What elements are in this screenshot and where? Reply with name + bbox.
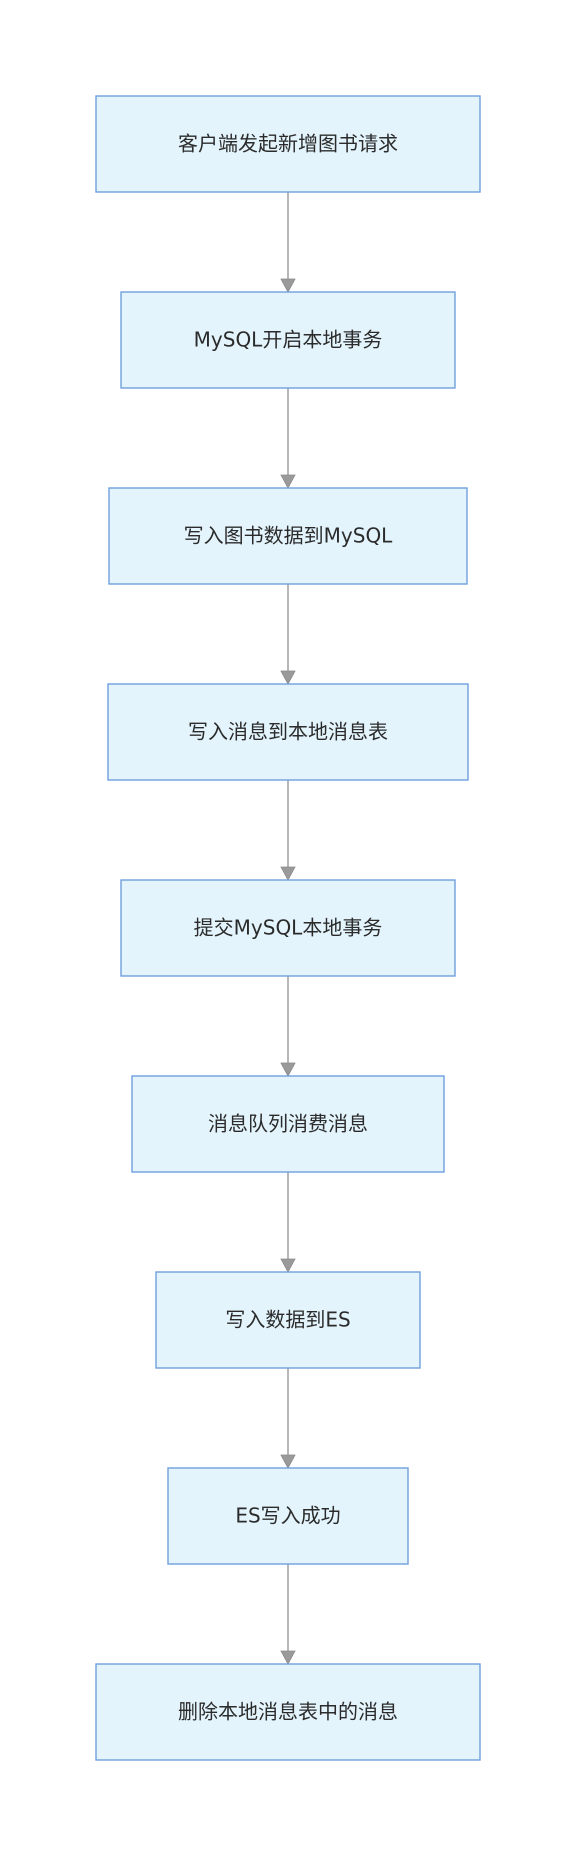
arrowhead-icon <box>280 1454 296 1469</box>
flow-node-write-book-mysql: 写入图书数据到MySQL <box>108 487 468 585</box>
arrowhead-icon <box>280 670 296 685</box>
flow-node-es-success: ES写入成功 <box>167 1467 409 1565</box>
arrowhead-icon <box>280 474 296 489</box>
flow-node-label: 写入消息到本地消息表 <box>188 720 388 744</box>
flow-node-label: 写入图书数据到MySQL <box>184 524 394 548</box>
arrowhead-icon <box>280 866 296 881</box>
flow-node-mysql-begin: MySQL开启本地事务 <box>120 291 456 389</box>
flow-node-box <box>120 879 456 977</box>
flow-node-write-es: 写入数据到ES <box>155 1271 421 1369</box>
arrowhead-icon <box>280 1062 296 1077</box>
flow-node-mq-consume: 消息队列消费消息 <box>131 1075 445 1173</box>
flow-edge-client-request-to-mysql-begin <box>280 192 296 293</box>
flow-edge-write-local-msg-to-mysql-commit <box>280 780 296 881</box>
flow-edge-es-success-to-delete-local-msg <box>280 1564 296 1665</box>
flow-node-delete-local-msg: 删除本地消息表中的消息 <box>95 1663 481 1761</box>
flow-node-label: ES写入成功 <box>235 1504 340 1528</box>
flow-node-box <box>95 1663 481 1761</box>
flow-node-box <box>131 1075 445 1173</box>
flow-node-client-request: 客户端发起新增图书请求 <box>95 95 481 193</box>
edges-layer <box>280 192 296 1665</box>
flow-node-box <box>95 95 481 193</box>
flow-node-box <box>107 683 469 781</box>
flow-node-mysql-commit: 提交MySQL本地事务 <box>120 879 456 977</box>
flow-node-box <box>120 291 456 389</box>
arrowhead-icon <box>280 1258 296 1273</box>
flow-edge-mysql-begin-to-write-book-mysql <box>280 388 296 489</box>
flow-edge-write-book-mysql-to-write-local-msg <box>280 584 296 685</box>
flow-node-label: MySQL开启本地事务 <box>194 328 383 352</box>
flow-node-box <box>155 1271 421 1369</box>
flow-edge-write-es-to-es-success <box>280 1368 296 1469</box>
flow-edge-mq-consume-to-write-es <box>280 1172 296 1273</box>
flow-edge-mysql-commit-to-mq-consume <box>280 976 296 1077</box>
arrowhead-icon <box>280 1650 296 1665</box>
flow-node-label: 客户端发起新增图书请求 <box>178 132 398 156</box>
flow-node-box <box>108 487 468 585</box>
flow-node-label: 提交MySQL本地事务 <box>194 916 383 940</box>
flow-node-label: 写入数据到ES <box>225 1308 350 1332</box>
flow-node-box <box>167 1467 409 1565</box>
flow-node-label: 删除本地消息表中的消息 <box>178 1700 398 1724</box>
flow-node-write-local-msg: 写入消息到本地消息表 <box>107 683 469 781</box>
flow-node-label: 消息队列消费消息 <box>208 1112 368 1136</box>
arrowhead-icon <box>280 278 296 293</box>
